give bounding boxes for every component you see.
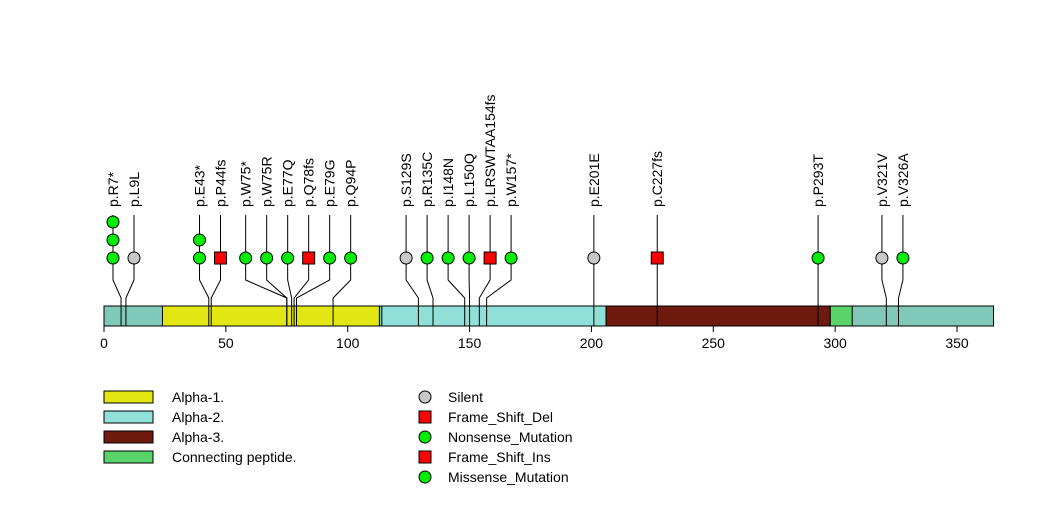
mutation-marker-circle [588,252,600,264]
legend-type-square [419,451,431,463]
legend-domain-label: Alpha-2. [172,409,224,425]
mutation-marker-circle [261,252,273,264]
legend-type-label: Frame_Shift_Ins [448,449,551,465]
x-tick-label: 250 [702,335,726,351]
legend-domain-swatch [104,451,153,463]
mutation-label: p.I148N [440,158,456,207]
mutation-marker-circle [442,252,454,264]
mutation-marker-square [484,252,496,264]
legend-type-circle [419,391,431,403]
x-tick-label: 200 [580,335,604,351]
mutation-label: p.E79G [322,160,338,207]
legend-type-label: Nonsense_Mutation [448,429,573,445]
mutation-label: p.S129S [398,153,414,207]
x-tick-label: 350 [945,335,969,351]
mutation-label: p.W75R [259,156,275,207]
legend-domain-label: Alpha-3. [172,429,224,445]
mutation-label: p.E43* [192,164,208,207]
mutation-label: p.LRSWTAA154fs [482,94,498,207]
mutation-label: p.E77Q [280,159,296,207]
mutation-marker-circle [505,252,517,264]
mutation-marker-square [651,252,663,264]
legend-domain-swatch [104,431,153,443]
mutation-label: p.R135C [419,152,435,207]
mutation-marker-circle [240,252,252,264]
mutation-marker-square [303,252,315,264]
mutation-marker-circle [128,252,140,264]
mutation-marker-circle [194,234,206,246]
mutation-label: p.P44fs [213,160,229,207]
mutation-marker-circle [876,252,888,264]
mutation-marker-circle [107,252,119,264]
legend-type-square [419,411,431,423]
mutation-marker-square [215,252,227,264]
domain-2 [606,306,830,326]
mutation-label: p.W157* [503,153,519,207]
x-tick-label: 300 [823,335,847,351]
mutation-label: p.R7* [105,171,121,207]
legend-domain-label: Alpha-1. [172,389,224,405]
legend-type-label: Silent [448,389,483,405]
domain-0 [162,306,379,326]
domain-3 [830,306,852,326]
mutation-marker-circle [463,252,475,264]
legend-type-circle [419,471,431,483]
legend-domain-swatch [104,391,153,403]
mutation-label: p.W75* [238,161,254,207]
x-tick-label: 50 [218,335,234,351]
mutation-marker-circle [400,252,412,264]
legend-type-circle [419,431,431,443]
x-tick-label: 150 [458,335,482,351]
mutation-label: p.Q94P [343,160,359,207]
legend-domain-label: Connecting peptide. [172,449,297,465]
domain-1 [382,306,606,326]
mutation-marker-circle [107,234,119,246]
legend-type-label: Frame_Shift_Del [448,409,553,425]
mutation-marker-circle [897,252,909,264]
mutation-label: p.P293T [810,154,826,207]
mutation-marker-circle [421,252,433,264]
x-tick-label: 0 [100,335,108,351]
mutation-marker-circle [324,252,336,264]
legend-domain-swatch [104,411,153,423]
mutation-label: p.C227fs [649,151,665,207]
mutation-label: p.L150Q [461,153,477,207]
mutation-label: p.V321V [874,153,890,207]
mutation-label: p.V326A [895,153,911,207]
x-tick-label: 100 [336,335,360,351]
mutation-marker-circle [812,252,824,264]
mutation-label: p.Q78fs [301,158,317,207]
mutation-marker-circle [345,252,357,264]
mutation-marker-circle [194,252,206,264]
mutation-label: p.L9L [126,172,142,207]
legend-type-label: Missense_Mutation [448,469,569,485]
mutation-label: p.E201E [586,153,602,207]
mutation-marker-circle [107,216,119,228]
mutation-marker-circle [282,252,294,264]
